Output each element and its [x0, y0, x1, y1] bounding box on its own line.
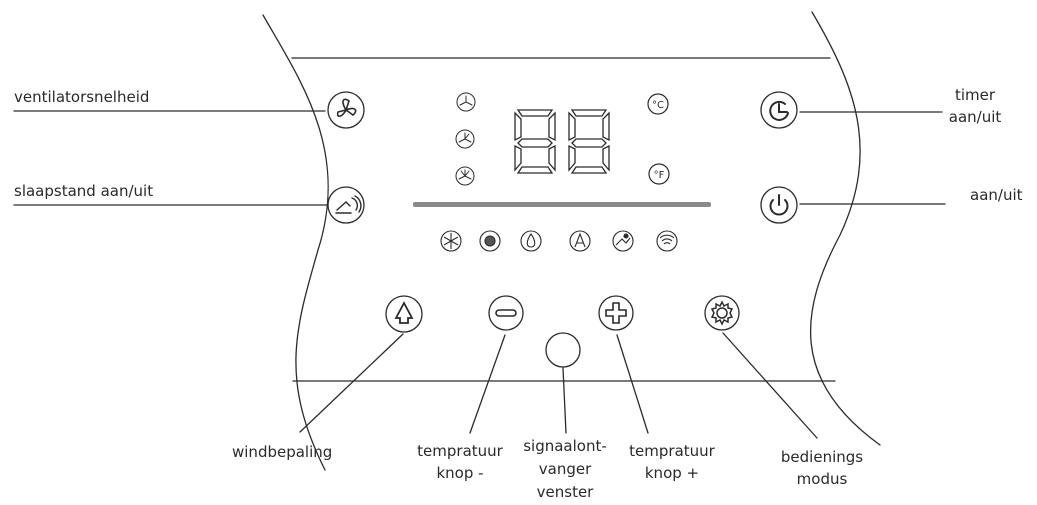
callout-receiver — [562, 367, 567, 434]
label-mode-line1: bedienings — [780, 448, 864, 466]
indicator-bar — [413, 202, 711, 207]
label-receiver-line1: signaalont- — [523, 437, 607, 455]
label-temp-up: tempratuur knop + — [617, 440, 727, 484]
temp-up-button[interactable] — [598, 295, 634, 331]
label-timer-line1: timer — [954, 86, 996, 104]
label-power: aan/uit — [970, 186, 1023, 204]
fan-icon — [336, 98, 357, 118]
timer-button[interactable] — [760, 91, 798, 129]
label-timer: timer aan/uit — [940, 84, 1010, 128]
sleep-icon — [335, 195, 362, 214]
seven-segment-display — [514, 109, 610, 174]
plus-icon — [605, 302, 627, 324]
heat-mode-icon — [479, 230, 501, 252]
celsius-symbol: °C — [652, 100, 664, 111]
wind-direction-button[interactable] — [385, 295, 423, 333]
label-temp-up-line2: knop + — [644, 464, 700, 482]
sleep-mode-button[interactable] — [327, 186, 365, 224]
label-fan-speed: ventilatorsnelheid — [14, 88, 150, 106]
mode-button[interactable] — [704, 295, 740, 331]
fan-speed-low-icon — [456, 92, 476, 112]
fan-speed-button[interactable] — [327, 91, 365, 129]
power-button[interactable] — [760, 186, 798, 224]
minus-icon — [495, 309, 517, 317]
callout-mode — [722, 332, 818, 439]
fan-speed-medium-icon — [455, 129, 475, 149]
timer-icon — [769, 100, 789, 121]
label-mode: bedienings modus — [767, 446, 877, 490]
label-temp-down-line1: tempratuur — [417, 442, 503, 460]
callout-temp-down — [469, 334, 506, 434]
signal-receiver-window — [545, 332, 581, 368]
fan-speed-high-icon — [455, 166, 475, 186]
label-receiver: signaalont- vanger venster — [513, 435, 617, 504]
callout-temp-up — [616, 334, 649, 434]
label-temp-down-line2: knop - — [436, 464, 484, 482]
label-wind-direction: windbepaling — [232, 443, 333, 461]
wifi-mode-icon — [656, 230, 678, 252]
label-sleep-mode: slaapstand aan/uit — [14, 182, 154, 200]
fahrenheit-symbol: °F — [654, 170, 665, 181]
digit-2 — [568, 109, 610, 174]
power-icon — [769, 194, 789, 216]
digit-1 — [514, 109, 556, 174]
dry-mode-icon — [520, 230, 542, 252]
label-timer-line2: aan/uit — [948, 108, 1002, 126]
panel-left-edge — [262, 14, 329, 471]
label-temp-up-line1: tempratuur — [629, 442, 715, 460]
label-mode-line2: modus — [796, 470, 848, 488]
sleep-mode-icon — [612, 230, 634, 252]
label-receiver-line3: venster — [536, 483, 594, 501]
label-receiver-line2: vanger — [538, 460, 592, 478]
panel-right-edge — [810, 11, 881, 446]
callout-wind-direction — [299, 333, 404, 433]
auto-mode-icon — [569, 230, 591, 252]
fahrenheit-indicator — [648, 163, 670, 185]
temp-down-button[interactable] — [488, 295, 524, 331]
wind-direction-icon — [394, 301, 414, 324]
mode-gear-icon — [710, 300, 734, 326]
label-temp-down: tempratuur knop - — [405, 440, 515, 484]
cool-mode-icon — [440, 230, 462, 252]
celsius-indicator — [647, 93, 669, 115]
